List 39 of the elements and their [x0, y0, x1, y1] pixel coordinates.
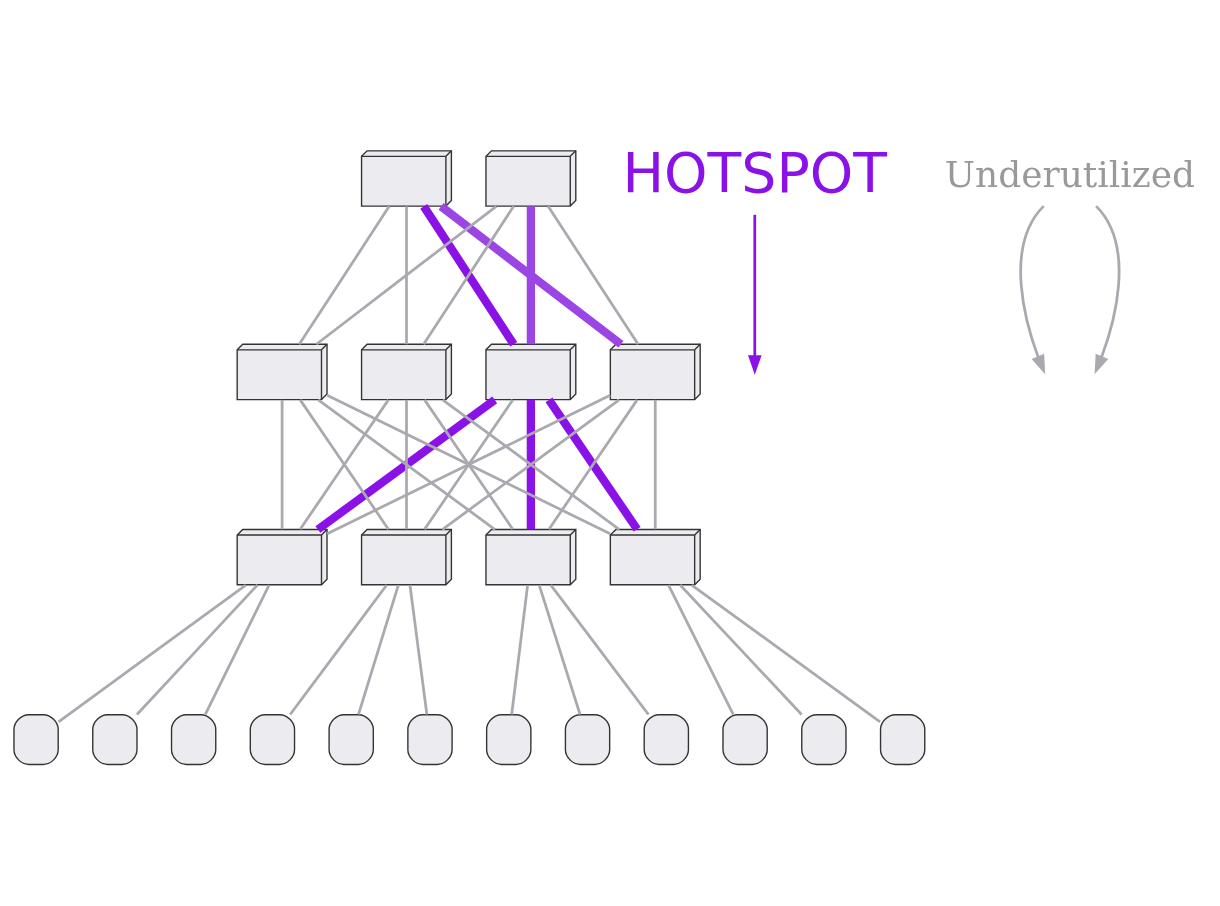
- connector: [510, 584, 529, 715]
- connector: [280, 399, 284, 529]
- connector: [537, 584, 582, 715]
- connector: [357, 584, 400, 715]
- node-box: [485, 713, 532, 765]
- node-box: [328, 713, 374, 765]
- connector: [298, 205, 391, 345]
- connector: [547, 205, 640, 345]
- node-box: [643, 713, 690, 765]
- connector: [408, 584, 429, 715]
- connector: [690, 583, 881, 723]
- connector: [326, 393, 611, 535]
- node-box: [407, 713, 453, 765]
- node-box: [564, 713, 611, 765]
- connector: [204, 583, 271, 715]
- node-box: [879, 713, 926, 765]
- node-box: [170, 713, 217, 765]
- node-box: [92, 713, 138, 765]
- node-box: [801, 713, 847, 765]
- connector: [315, 204, 498, 345]
- node-box: [13, 713, 59, 765]
- connector: [423, 398, 514, 530]
- connector: [549, 583, 650, 715]
- connector: [679, 583, 803, 715]
- connector: [135, 583, 259, 715]
- connector: [299, 398, 390, 530]
- node-text: HOTSPOT: [622, 140, 888, 205]
- connector: [405, 399, 408, 529]
- connector: [653, 399, 657, 529]
- connector: [526, 399, 536, 529]
- connector: [57, 583, 247, 723]
- node-text: Underutilized: [944, 153, 1195, 195]
- connector: [438, 202, 624, 348]
- connector: [405, 205, 408, 344]
- node-box: [722, 713, 768, 765]
- connector: [526, 205, 536, 344]
- node-box: [249, 713, 296, 765]
- connector: [667, 583, 735, 715]
- connector: [289, 583, 388, 715]
